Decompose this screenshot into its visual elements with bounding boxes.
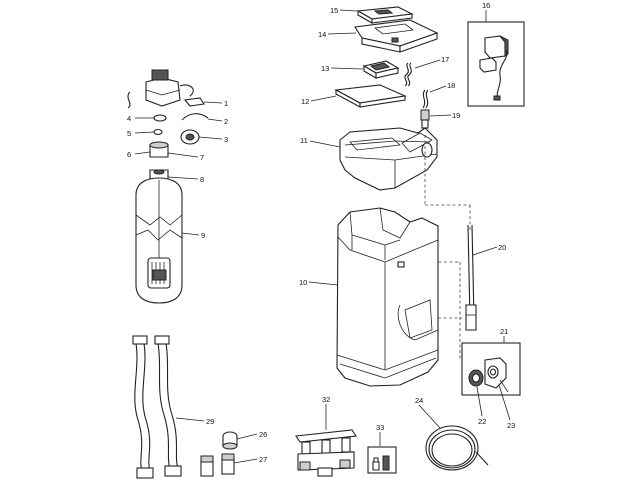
callout-8: 8 [167, 175, 204, 184]
svg-text:20: 20 [498, 243, 506, 252]
part-11-brine-tray [339, 127, 438, 191]
svg-text:12: 12 [301, 97, 309, 106]
svg-text:11: 11 [300, 136, 308, 145]
callout-33: 33 [376, 423, 384, 446]
callout-32: 32 [322, 395, 330, 430]
svg-text:17: 17 [441, 55, 449, 64]
part-27-fittings [200, 453, 235, 477]
svg-text:4: 4 [127, 114, 131, 123]
part-21-bypass-box [461, 342, 521, 396]
callout-2: 2 [207, 117, 228, 126]
svg-text:15: 15 [330, 6, 338, 15]
part-3-nut [180, 129, 200, 145]
callout-19: 19 [429, 111, 460, 120]
callout-16: 16 [482, 1, 490, 22]
callout-13: 13 [321, 64, 364, 73]
part-15-cover-cap [356, 6, 414, 24]
part-5-o-ring [153, 128, 163, 136]
callout-29: 29 [175, 417, 214, 426]
svg-text:5: 5 [127, 129, 131, 138]
callout-15: 15 [330, 6, 358, 15]
callout-10: 10 [299, 278, 339, 287]
callout-14: 14 [318, 30, 357, 39]
part-20-float-rod [465, 224, 477, 331]
callout-23: 23 [498, 384, 515, 430]
callout-3: 3 [198, 135, 228, 144]
callout-18: 18 [429, 81, 455, 93]
callout-11: 11 [300, 136, 341, 148]
svg-text:1: 1 [224, 99, 228, 108]
part-16-transformer [467, 21, 525, 107]
part-14-salt-lid [354, 19, 439, 53]
svg-text:27: 27 [259, 455, 267, 464]
svg-text:29: 29 [206, 417, 214, 426]
part-18-wire-lead [422, 89, 429, 109]
part-valve-head [127, 69, 194, 109]
callout-12: 12 [301, 95, 337, 106]
svg-text:13: 13 [321, 64, 329, 73]
part-6-adapter [149, 141, 169, 158]
svg-text:16: 16 [482, 1, 490, 10]
part-13-control-module [362, 60, 400, 79]
svg-text:24: 24 [415, 396, 423, 405]
svg-text:33: 33 [376, 423, 384, 432]
callout-4: 4 [127, 114, 154, 123]
callout-20: 20 [472, 243, 506, 256]
part-9-resin-tank [135, 177, 183, 304]
callout-21: 21 [500, 327, 508, 343]
svg-text:6: 6 [127, 150, 131, 159]
part-24-coiled-tubing [425, 425, 489, 471]
part-2-retainer-clip [181, 113, 209, 121]
svg-text:22: 22 [478, 417, 486, 426]
svg-text:18: 18 [447, 81, 455, 90]
callout-9: 9 [181, 231, 205, 240]
part-26-plug [222, 431, 238, 450]
svg-text:9: 9 [201, 231, 205, 240]
part-1-clip [183, 97, 205, 107]
svg-text:2: 2 [224, 117, 228, 126]
svg-text:32: 32 [322, 395, 330, 404]
callout-1: 1 [203, 99, 228, 108]
svg-text:26: 26 [259, 430, 267, 439]
svg-text:14: 14 [318, 30, 326, 39]
callout-26: 26 [236, 430, 267, 440]
part-32-bypass-valve [295, 429, 357, 477]
callout-22: 22 [476, 386, 486, 426]
svg-text:8: 8 [200, 175, 204, 184]
part-4-o-ring [153, 114, 167, 122]
callout-7: 7 [167, 152, 204, 162]
callout-6: 6 [127, 150, 151, 159]
part-10-cabinet [336, 207, 439, 387]
part-12-cover-plate [334, 84, 407, 108]
part-17-wire-harness [404, 62, 412, 87]
callout-17: 17 [414, 55, 449, 69]
callout-24: 24 [415, 396, 441, 429]
svg-text:7: 7 [200, 153, 204, 162]
svg-text:21: 21 [500, 327, 508, 336]
svg-text:3: 3 [224, 135, 228, 144]
part-29-hoses [132, 335, 182, 479]
svg-text:19: 19 [452, 111, 460, 120]
svg-text:23: 23 [507, 421, 515, 430]
svg-text:10: 10 [299, 278, 307, 287]
callout-27: 27 [233, 455, 267, 464]
part-33-lubricant-pack [367, 446, 397, 474]
callout-5: 5 [127, 129, 155, 138]
